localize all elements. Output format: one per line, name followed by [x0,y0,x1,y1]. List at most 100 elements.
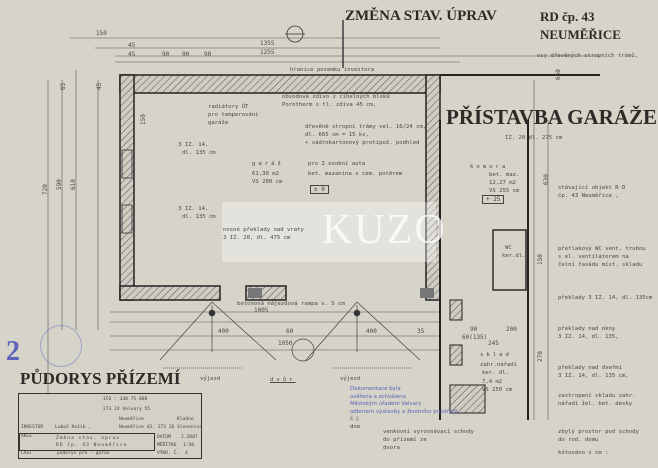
dim: 1005 [254,307,269,314]
garage-lintel: 3 IZ. 20, dl. 475 cm [223,235,291,241]
dim: 1355 [260,40,275,47]
room-garage: garáž [252,161,284,167]
room-garage-height: VS 280 cm [252,179,283,185]
garage-use: pro 2 osobní auta [308,161,366,167]
sheet-mark: 2 [6,336,20,367]
north-marker [285,20,344,68]
watermark: KUZO [222,202,445,262]
tb-ico: IČO : 148 75 860 [103,397,148,402]
note-lintels-doors: 3 IZ. 14, dl. 135 cm, [558,373,629,379]
stairs-note: venkovní vyrovnávací schody [383,429,474,435]
level-zero: ± 0 [310,185,329,194]
dim: 35 [417,328,425,335]
lintel-left: dl. 135 cm [182,150,216,156]
tb-date: 2.2007 [181,435,198,440]
dim: 45 [128,51,136,58]
exit-right: výjezd [340,376,361,382]
room-storage-floor: ker. dl. [482,370,509,376]
note-existing: stávající objekt R D [558,185,626,191]
radiator-note: radiátory ÚT [208,104,249,110]
note-lintels: překlady 3 IZ. 14, dl. 135cm [558,295,653,301]
tb-part: půdorys pře - garáž [57,451,110,456]
tb-scale-label: MĚŘÍTKO [157,443,177,448]
dim: 60 [286,328,294,335]
tb-part-label: ČÁST [21,451,33,456]
dim: 720 [42,184,49,195]
tb-action-box: AKCE Změna stav. úprav RD čp. 43 Neuměři… [19,433,155,451]
dimension-lines [47,37,600,440]
lintel-top: IZ. 20 dl. 275 cm [505,135,563,141]
plan-title: PŘÍSTAVBA GARÁŽE [446,105,658,129]
room-wc-floor: ker.dl. [502,253,526,259]
note-lintels-windows: překlady nad okny [558,326,616,332]
dim: 400 [218,328,229,335]
wall-note: Porotherm s tl. zdiva 45 cm, [282,102,377,108]
yard-label: dvůr [270,377,296,383]
window-openings [121,149,133,234]
tb-designer-city: 273 24 Velvary 55 [103,407,151,412]
dim: 90 [162,51,170,58]
dim: 45 [96,82,103,90]
dim: 245 [488,340,499,347]
drawing-title: PŮDORYS PŘÍZEMÍ [20,369,181,388]
note-ventilation: přetlakový WC vent. trubou [558,246,646,252]
extension-walls [439,74,600,420]
note-ventilation: s el. ventilátorem na [558,254,629,260]
room-storage: sklad [480,352,512,358]
ceiling-note: + sádrokartonový protipož. podhled [305,140,420,146]
exit-left: výjezd [200,376,221,382]
note-existing: čp. 43 Neuměřice , [558,193,619,199]
tb-date-label: DATUM [157,435,171,440]
tb-scale: 1:50 [183,443,195,448]
dim: 150 [96,30,107,37]
dim: 650 [555,69,562,80]
tb-municipality: Neuměřice [119,417,144,422]
tb-sheet-label: VÝKR. Č. [157,451,180,456]
stamp-line: Městským úřadem Velvary [350,401,422,407]
dim: 200 [506,326,517,333]
stairs-note: do přízemí ze [383,437,427,443]
lintel-left: dl. 135 cm [182,214,216,220]
garage-floor: bet. mazanina s cem. potěrem [308,171,403,177]
lintel-left: 3 IZ. 14, [178,206,209,212]
tb-investor-address: Neuměřice 43, 273 26 Slovenice [119,425,202,430]
ramp-label: betonová nájezdová rampa v. 5 cm [237,301,345,307]
radiator-note: pro temperování [208,112,259,118]
room-pantry: komora [470,164,509,170]
note-units: kótováno v cm : [558,450,609,456]
stairs-note: dvora [383,445,400,451]
header-title: ZMĚNA STAV. ÚPRAV [345,8,497,24]
tb-investor: Luboš Kožík , [55,425,91,430]
lintel-left: 3 IZ. 14, [178,142,209,148]
dim: 1255 [260,49,275,56]
dim: 610 [70,179,77,190]
dim: 90 [470,326,478,333]
note-lintels-doors: překlady nad dveřmi [558,365,622,371]
garage-door-arrows [159,301,421,369]
note-storage-ceiling: nářadí žel. bet. desky [558,401,633,407]
dim: 150 [537,254,544,265]
room-wc: WC [505,245,512,251]
dim: 65 [60,82,67,90]
tb-investor-label: INVESTOR [21,425,44,430]
stamp-line: č. j. [350,416,360,422]
note-under-stairs: zbylý prostor pod schody [558,429,639,435]
dim: 270 [537,351,544,362]
approval-stamp: Dokumentace byla ověřena a schválena Měs… [350,386,457,431]
note-storage-ceiling: zastropení skladu zahr. [558,393,636,399]
dim: 45 [128,42,136,49]
dim: 90 [182,51,190,58]
stamp-line: Dokumentace byla [350,386,401,392]
header-address-2: NEUMĚŘICE [540,27,621,42]
dim: 590 [56,179,63,190]
ceiling-note: dl. 665 cm = 15 ks, [305,132,369,138]
dim: 150 [140,114,147,125]
boundary-label: hranice pozemku investora [290,67,375,73]
note-lintels-windows: 3 IZ. 14, dl. 135, [558,334,619,340]
tb-sheet: 4 [185,451,188,456]
stamp-line: odborem výstavby a životního prostředí [350,408,458,415]
dim: 1050 [278,340,293,347]
wall-note: obvodové zdivo z cihelných bloků [282,94,390,100]
dim: 60(135) [462,334,488,341]
title-block: IČO : 148 75 860 273 24 Velvary 55 Neumě… [18,393,202,459]
